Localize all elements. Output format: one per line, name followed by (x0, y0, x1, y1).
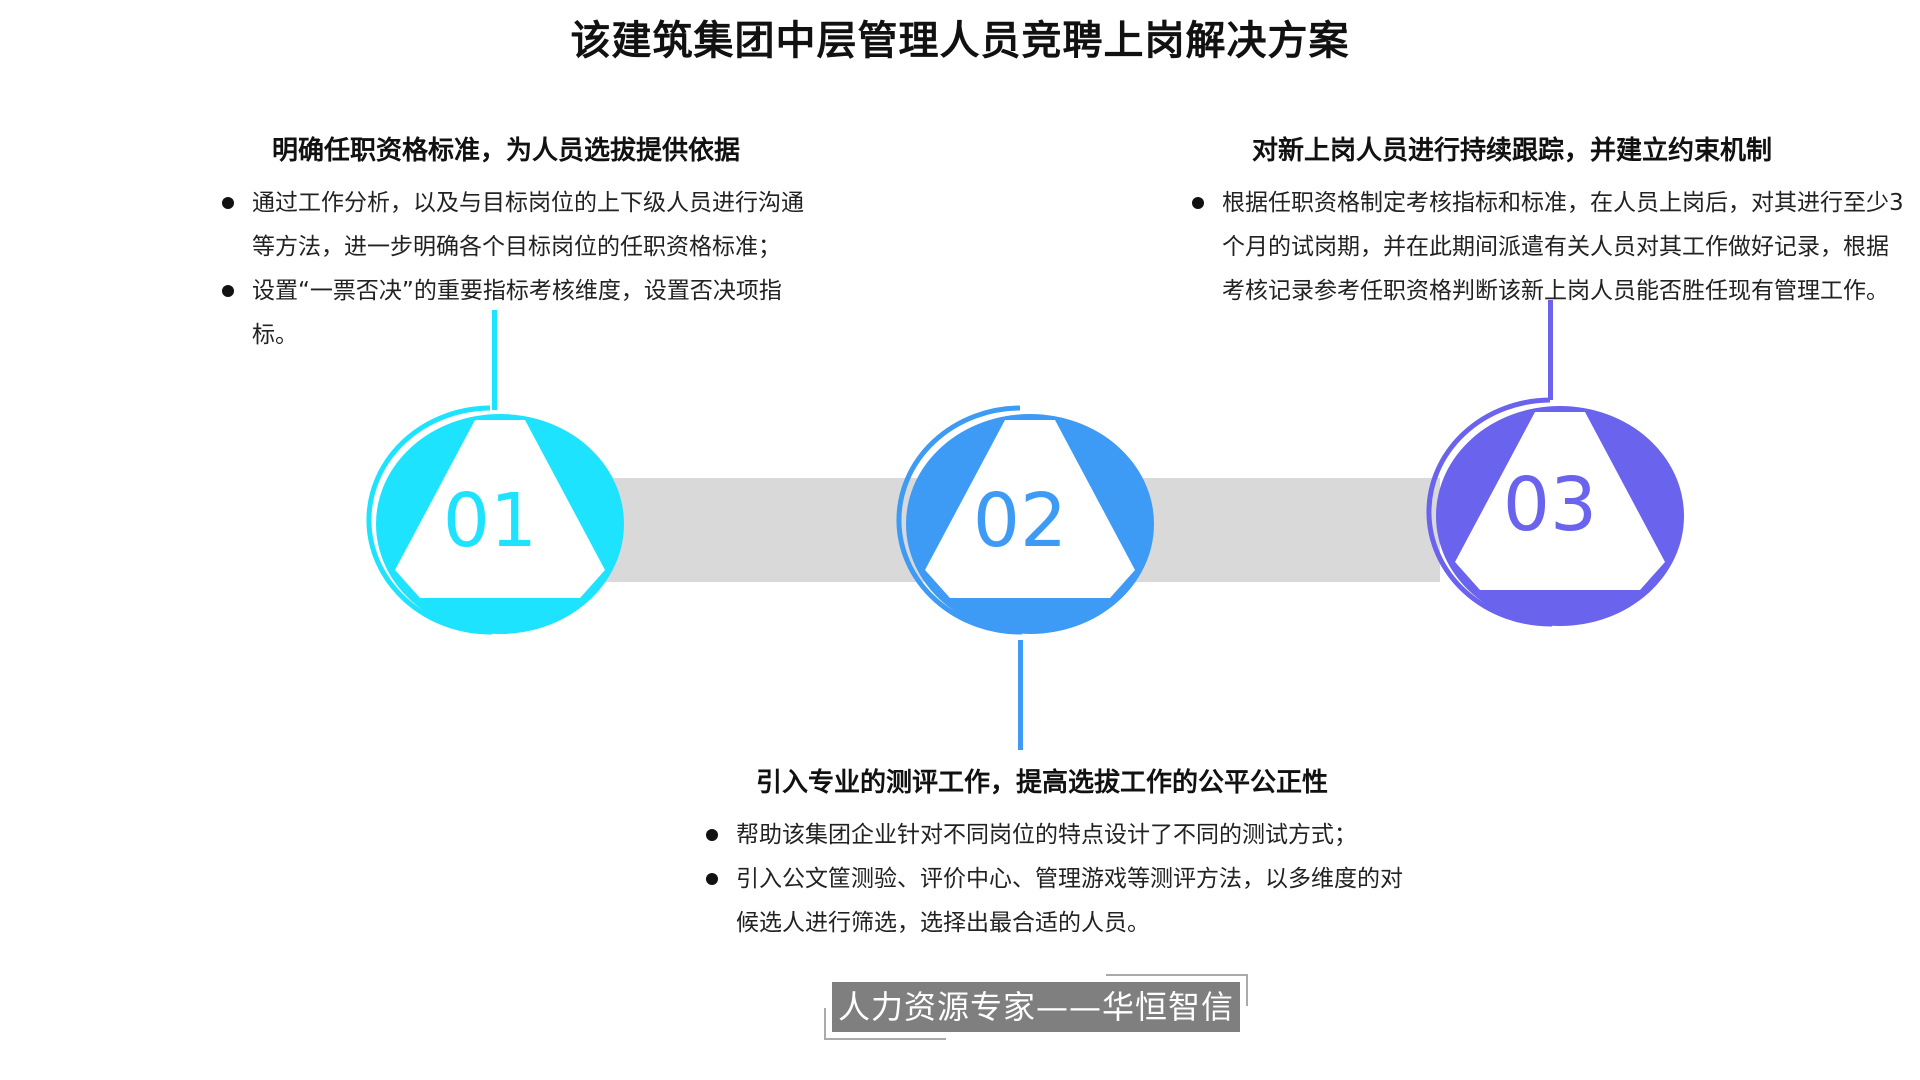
step-3-heading: 对新上岗人员进行持续跟踪，并建立约束机制 (1252, 136, 1773, 166)
step-2-bullets: 帮助该集团企业针对不同岗位的特点设计了不同的测试方式； 引入公文筐测验、评价中心… (706, 813, 1406, 945)
footer-text: 人力资源专家——华恒智信 (832, 982, 1240, 1032)
footer-corner-decoration (1106, 974, 1248, 1006)
list-item: 根据任职资格制定考核指标和标准，在人员上岗后，对其进行至少3个月的试岗期，并在此… (1192, 181, 1910, 313)
step-3-text: 对新上岗人员进行持续跟踪，并建立约束机制 根据任职资格制定考核指标和标准，在人员… (1192, 130, 1910, 313)
list-item: 帮助该集团企业针对不同岗位的特点设计了不同的测试方式； (706, 813, 1406, 857)
page-title: 该建筑集团中层管理人员竞聘上岗解决方案 (570, 18, 1350, 64)
leader-line-3 (1548, 300, 1553, 400)
leader-line-1 (492, 310, 497, 410)
list-item: 通过工作分析，以及与目标岗位的上下级人员进行沟通等方法，进一步明确各个目标岗位的… (222, 181, 822, 269)
footer-corner-decoration (824, 1008, 946, 1040)
step-node-1: 01 (350, 400, 630, 640)
step-node-3: 03 (1410, 392, 1690, 632)
step-3-bullets: 根据任职资格制定考核指标和标准，在人员上岗后，对其进行至少3个月的试岗期，并在此… (1192, 181, 1910, 313)
step-number-1: 01 (442, 478, 538, 564)
step-node-2: 02 (880, 400, 1160, 640)
step-number-2: 02 (972, 478, 1068, 564)
list-item: 设置“一票否决”的重要指标考核维度，设置否决项指标。 (222, 269, 822, 357)
leader-line-2 (1018, 640, 1023, 750)
step-2-text: 引入专业的测评工作，提高选拔工作的公平公正性 帮助该集团企业针对不同岗位的特点设… (706, 762, 1406, 945)
step-1-heading: 明确任职资格标准，为人员选拔提供依据 (272, 136, 741, 166)
step-2-heading: 引入专业的测评工作，提高选拔工作的公平公正性 (756, 768, 1329, 798)
step-1-text: 明确任职资格标准，为人员选拔提供依据 通过工作分析，以及与目标岗位的上下级人员进… (222, 130, 822, 357)
step-node-2-graphic (896, 405, 1154, 635)
step-node-1-graphic (366, 405, 624, 635)
step-node-3-graphic (1426, 397, 1684, 627)
footer-badge: 人力资源专家——华恒智信 (824, 974, 1248, 1040)
step-number-3: 03 (1502, 462, 1598, 548)
step-1-bullets: 通过工作分析，以及与目标岗位的上下级人员进行沟通等方法，进一步明确各个目标岗位的… (222, 181, 822, 357)
list-item: 引入公文筐测验、评价中心、管理游戏等测评方法，以多维度的对候选人进行筛选，选择出… (706, 857, 1406, 945)
